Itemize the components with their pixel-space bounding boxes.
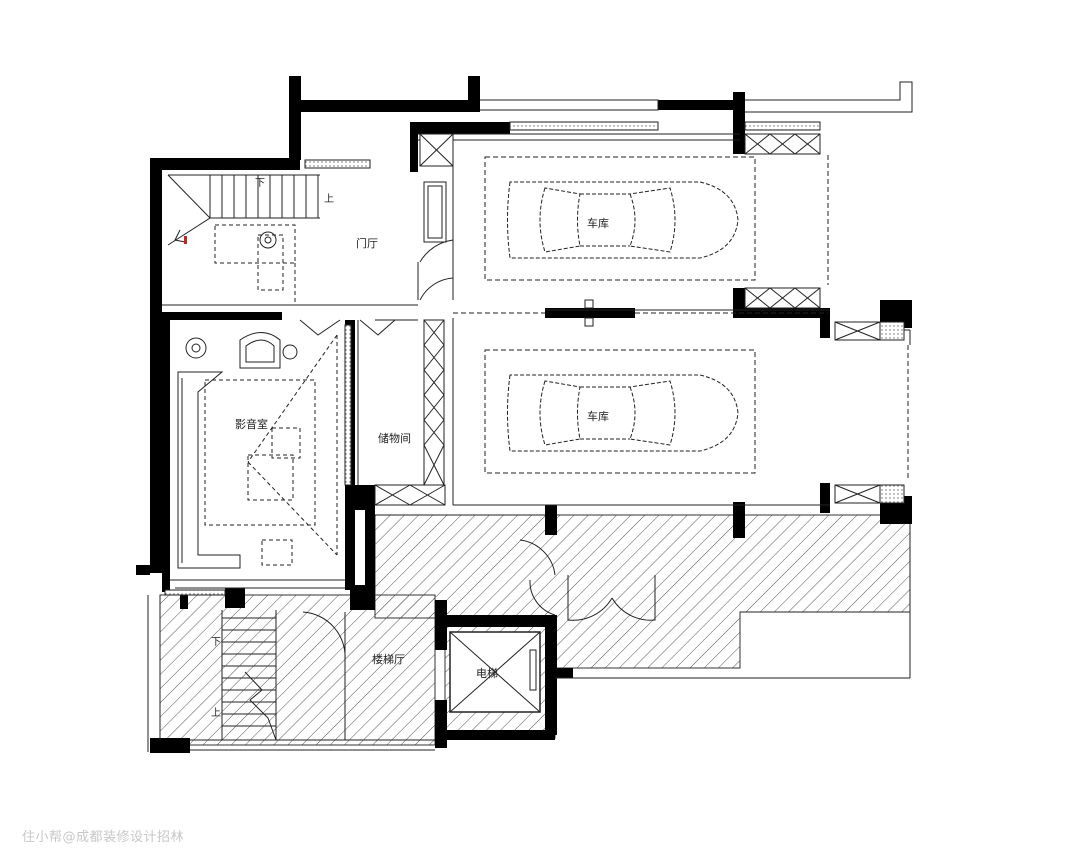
staircase-top — [167, 174, 320, 246]
label-stair-hall: 楼梯厅 — [372, 652, 405, 666]
label-stair-up-bottom: 上 — [211, 707, 221, 719]
label-foyer: 门厅 — [356, 236, 378, 250]
label-elevator: 电梯 — [476, 667, 498, 680]
label-stair-down-bottom: 下 — [211, 637, 221, 648]
garage-column — [584, 299, 594, 327]
label-stair-up-top: 上 — [324, 193, 334, 205]
elevator-shaft — [449, 631, 541, 713]
label-theater: 影音室 — [235, 417, 268, 431]
car-top — [507, 181, 739, 259]
staircase-bottom — [221, 610, 277, 741]
thin-lines — [147, 81, 913, 752]
label-storage: 储物间 — [378, 431, 411, 445]
red-marker — [184, 236, 187, 244]
watermark: 住小帮@成都装修设计招林 — [22, 830, 185, 845]
wall-fill-strips — [164, 121, 905, 596]
theater-furniture — [177, 332, 298, 569]
garage-dashed-lines — [453, 155, 909, 480]
foyer-fixtures — [214, 224, 296, 305]
theater-dashed-zones — [204, 334, 338, 566]
cabinets — [374, 133, 881, 506]
label-stair-down-top: 下 — [255, 178, 265, 189]
floor-drain-icon — [259, 231, 277, 249]
label-garage-top: 车库 — [587, 216, 609, 230]
car-bottom — [507, 374, 739, 452]
doors — [299, 239, 656, 740]
label-garage-bottom: 车库 — [587, 409, 609, 423]
